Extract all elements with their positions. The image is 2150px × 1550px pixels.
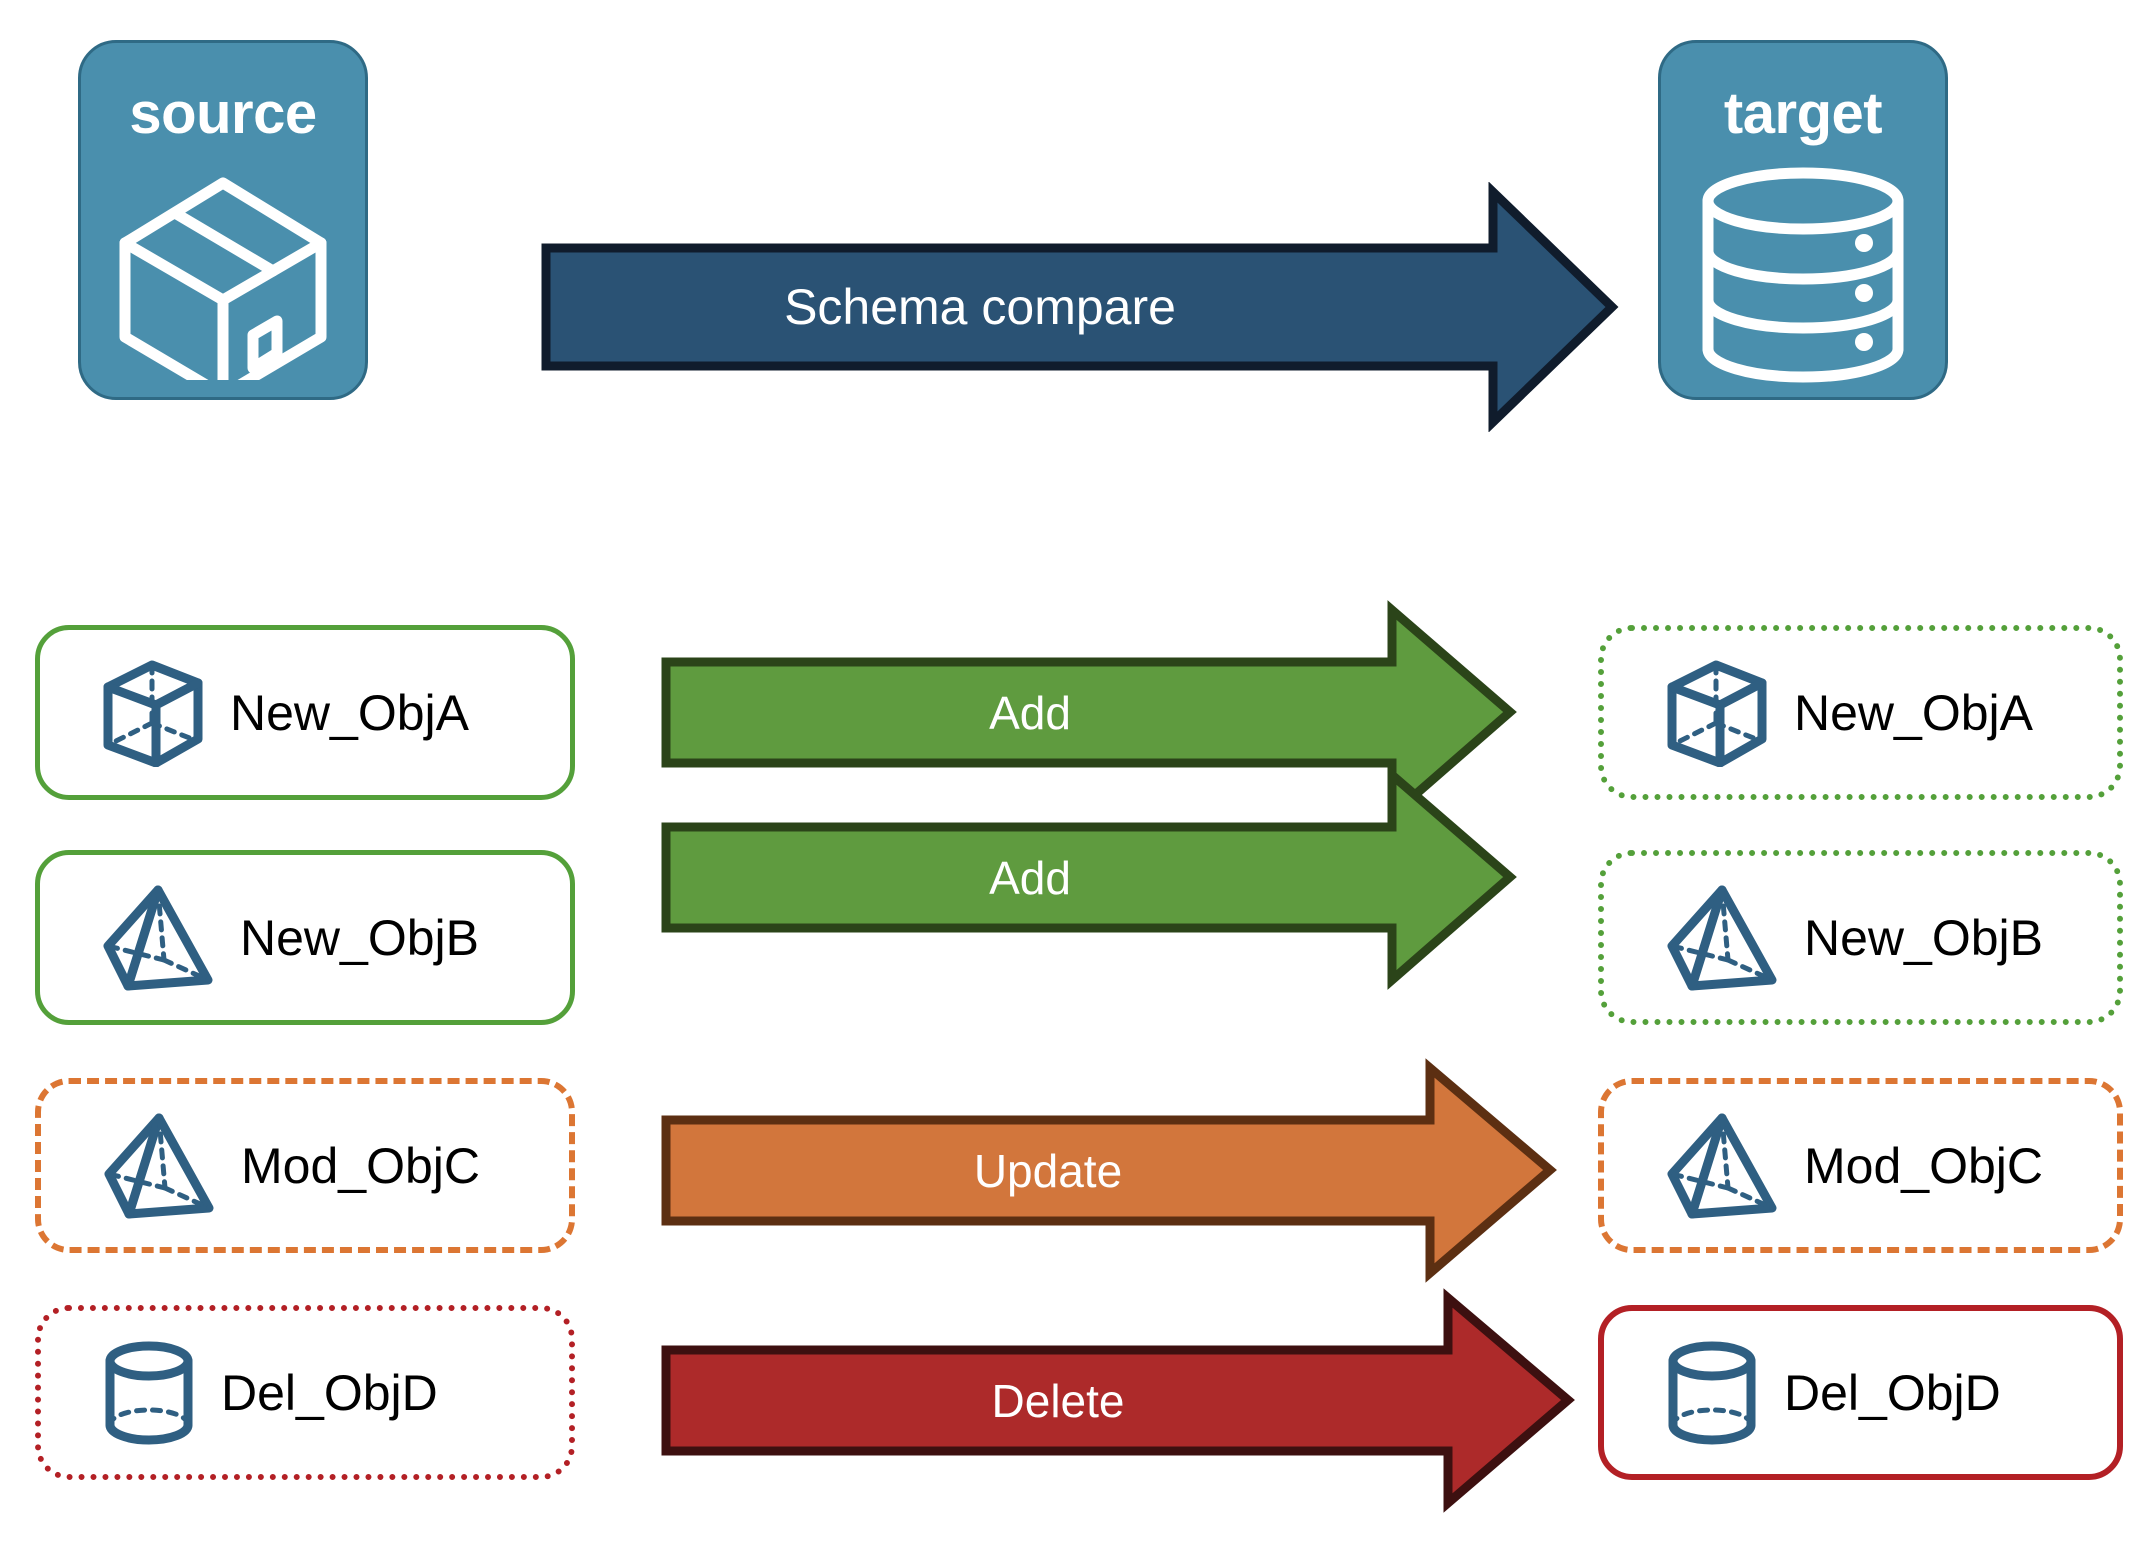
action-arrow-add-2: Add [660, 765, 1520, 990]
target-object-card-2[interactable]: New_ObjB [1598, 850, 2123, 1025]
action-arrow-update-3: Update [660, 1058, 1560, 1283]
endpoint-target: target [1658, 40, 1948, 400]
target-object-label-2: New_ObjB [1804, 909, 2043, 966]
source-object-card-3[interactable]: Mod_ObjC [35, 1078, 575, 1253]
endpoint-source: source [78, 40, 368, 401]
package-box-icon [113, 165, 333, 401]
target-object-label-4: Del_ObjD [1784, 1364, 2001, 1421]
source-object-card-2[interactable]: New_ObjB [35, 850, 575, 1025]
source-object-label-3: Mod_ObjC [241, 1137, 480, 1194]
source-object-label-4: Del_ObjD [221, 1364, 438, 1421]
wireframe-cube-icon [1666, 659, 1768, 767]
source-object-card-1[interactable]: New_ObjA [35, 625, 575, 800]
wireframe-cylinder-icon [1666, 1339, 1758, 1447]
wireframe-pyramid-icon [103, 1112, 215, 1220]
wireframe-pyramid-icon [1666, 1112, 1778, 1220]
endpoint-source-title: source [129, 81, 317, 146]
wireframe-cylinder-icon [103, 1339, 195, 1447]
target-object-card-4[interactable]: Del_ObjD [1598, 1305, 2123, 1480]
target-object-label-1: New_ObjA [1794, 684, 2033, 741]
target-object-card-3[interactable]: Mod_ObjC [1598, 1078, 2123, 1253]
wireframe-pyramid-icon [1666, 884, 1778, 992]
schema-compare-arrow: Schema compare [540, 182, 1620, 432]
target-object-label-3: Mod_ObjC [1804, 1137, 2043, 1194]
source-object-card-4[interactable]: Del_ObjD [35, 1305, 575, 1480]
source-object-label-2: New_ObjB [240, 909, 479, 966]
wireframe-cube-icon [102, 659, 204, 767]
database-cylinder-icon [1696, 165, 1911, 390]
endpoint-target-title: target [1723, 81, 1883, 146]
source-object-label-1: New_ObjA [230, 684, 469, 741]
action-arrow-delete-4: Delete [660, 1288, 1580, 1513]
wireframe-pyramid-icon [102, 884, 214, 992]
target-object-card-1[interactable]: New_ObjA [1598, 625, 2123, 800]
